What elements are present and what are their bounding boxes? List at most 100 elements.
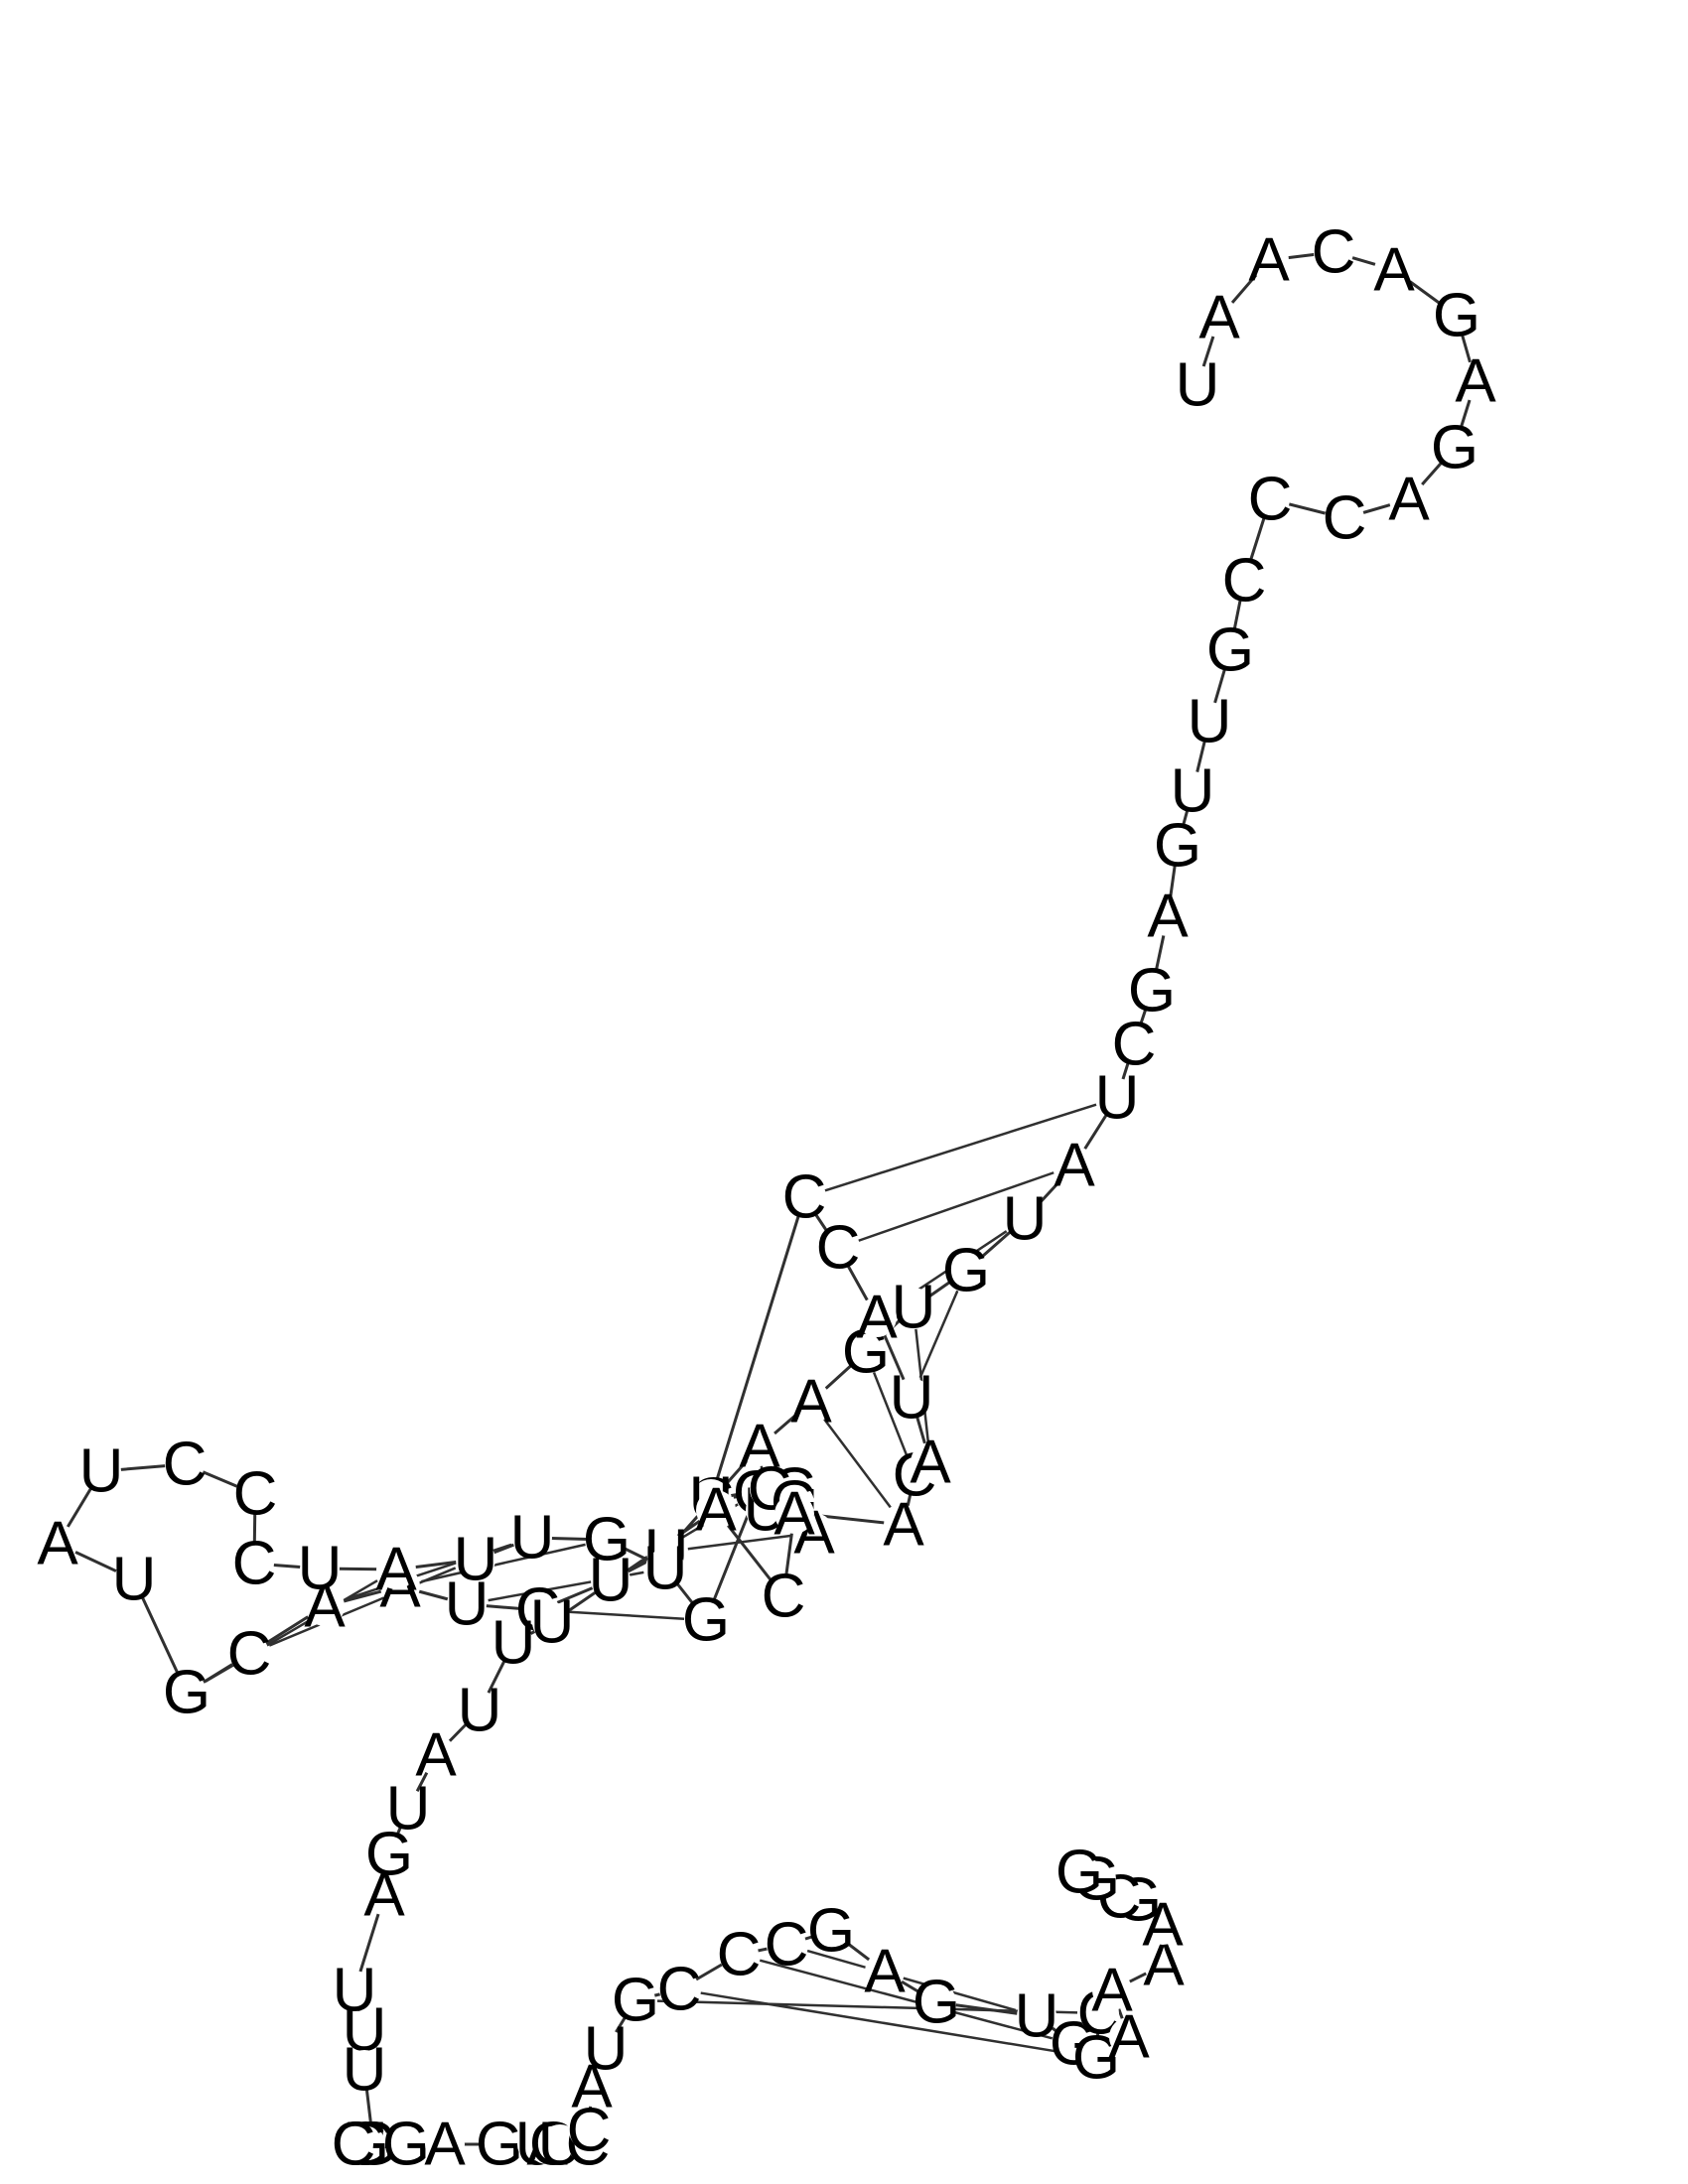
base-pair-bond — [824, 1103, 1097, 1192]
nucleotide-10: C — [1323, 484, 1367, 553]
nucleotide-19: C — [1112, 1011, 1157, 1079]
nucleotide-backdrop — [1389, 479, 1429, 519]
nucleotide-54: A — [883, 1491, 924, 1560]
nucleotide-98: G — [807, 1897, 855, 1966]
nucleotide-94: G — [612, 1967, 659, 2035]
nucleotide-backdrop — [1374, 250, 1414, 290]
nucleotide-backdrop — [456, 1540, 495, 1579]
nucleotide-20: U — [1095, 1064, 1140, 1133]
nucleotide-backdrop — [480, 2124, 519, 2164]
nucleotide-backdrop — [587, 1520, 627, 1560]
nucleotide-35: C — [227, 1620, 272, 1689]
nucleotide-14: U — [1188, 688, 1232, 756]
nucleotide-105: A — [1108, 2003, 1150, 2072]
base-pair-bond — [872, 1372, 909, 1455]
nucleotide-backdrop — [1158, 826, 1197, 866]
nucleotide-backdrop — [1178, 365, 1217, 405]
nucleotide-backdrop — [114, 1560, 154, 1599]
nucleotide-106: A — [1091, 1957, 1133, 2025]
nucleotide-backdrop — [1132, 971, 1172, 1011]
backbone-line — [56, 250, 1477, 2146]
nucleotide-69: U — [458, 1677, 502, 1745]
nucleotide-backdrop — [645, 1549, 685, 1588]
nucleotide-backdrop — [1109, 2017, 1149, 2057]
nucleotide-27: A — [739, 1413, 780, 1481]
nucleotide-7: A — [1455, 347, 1496, 416]
nucleotide-12: C — [1222, 547, 1267, 615]
nucleotide-backdrop — [334, 2124, 373, 2164]
nucleotide-backdrop — [345, 2050, 384, 2090]
nucleotide-backdrop — [774, 1494, 814, 1534]
nucleotide-backdrop — [586, 2029, 626, 2069]
nucleotide-backdrop — [460, 1691, 499, 1730]
nucleotide-60: C — [782, 1163, 827, 1232]
nucleotide-22: U — [1003, 1185, 1048, 1254]
nucleotide-backdrop — [1144, 1945, 1184, 1984]
nucleotide-backdrop — [425, 2124, 465, 2164]
nucleotide-48: U — [643, 1535, 688, 1603]
nucleotide-71: U — [386, 1775, 431, 1843]
nucleotide-backdrop — [916, 1982, 956, 2022]
nucleotide-73: A — [363, 1861, 405, 1930]
nucleotide-backdrop — [1005, 1199, 1045, 1239]
nucleotide-backdrop — [235, 1474, 275, 1514]
nucleotide-59: C — [816, 1214, 861, 1283]
nucleotide-backdrop — [1456, 361, 1495, 401]
base-pair-bond — [268, 1567, 457, 1647]
nucleotide-76: U — [343, 2036, 387, 2105]
nucleotide-backdrop — [719, 1935, 759, 1975]
nucleotide-2: A — [1198, 284, 1240, 352]
nucleotide-backdrop — [767, 1925, 806, 1965]
nucleotide-91: C — [567, 2097, 612, 2165]
nucleotide-45: U — [454, 1526, 498, 1594]
nucleotide-backdrop — [572, 2067, 612, 2107]
nucleotide-84: A — [424, 2111, 466, 2179]
nucleotide-backdrop — [740, 1427, 779, 1466]
nucleotide-backdrop — [686, 1600, 726, 1640]
nucleotide-4: C — [1312, 218, 1356, 287]
nucleotide-backdrop — [616, 1980, 655, 2020]
nucleotide-backdrop — [447, 1584, 487, 1624]
nucleotide-backdrop — [532, 1602, 572, 1642]
nucleotide-backdrop — [865, 1952, 905, 1991]
nucleotide-backdrop — [1017, 1996, 1056, 2036]
nucleotide-backdrop — [696, 1490, 736, 1530]
nucleotide-17: A — [1147, 883, 1189, 951]
nucleotide-82: C — [332, 2111, 376, 2179]
nucleotide-8: G — [1431, 414, 1478, 482]
nucleotide-1: U — [1176, 351, 1220, 420]
nucleotide-40: C — [163, 1431, 208, 1499]
nucleotide-backdrop — [857, 1297, 897, 1337]
nucleotide-42: C — [232, 1530, 277, 1598]
nucleotide-backdrop — [81, 1451, 121, 1491]
nucleotide-backdrop — [1210, 630, 1250, 670]
nucleotide-backdrop — [1437, 296, 1477, 336]
base-pair-bond — [823, 1418, 892, 1509]
nucleotide-backdrop — [165, 1444, 205, 1484]
nucleotide-backdrop — [167, 1673, 207, 1712]
base-pair-bond — [858, 1171, 1055, 1242]
nucleotide-65: C — [762, 1563, 806, 1631]
nucleotide-46: U — [510, 1504, 555, 1572]
nucleotide-backdrop — [1114, 1024, 1154, 1064]
nucleotide-49: G — [682, 1586, 730, 1655]
nucleotide-backdrop — [38, 1524, 77, 1564]
nucleotide-100: G — [913, 1969, 960, 2037]
nucleotide-38: A — [37, 1510, 78, 1578]
nucleotide-backdrop — [1173, 771, 1212, 811]
nucleotide-64: A — [774, 1480, 815, 1549]
nucleotide-16: G — [1154, 812, 1201, 881]
base-pair-bond — [759, 1959, 1054, 2040]
nucleotide-backdrop — [1076, 2038, 1116, 2078]
nucleotide-backdrop — [1435, 428, 1475, 468]
nucleotide-backdrop — [884, 1505, 923, 1545]
nucleotide-24: U — [892, 1274, 936, 1342]
nucleotide-backdrop — [894, 1288, 933, 1327]
nucleotide-21: A — [1054, 1132, 1095, 1200]
nucleotide-67: U — [530, 1588, 575, 1657]
nucleotide-26: A — [790, 1368, 832, 1436]
nucleotide-backdrop — [369, 1835, 409, 1874]
nucleotide-backdrop — [1143, 1905, 1183, 1945]
base-pair-bond — [700, 1991, 1075, 2056]
nucleotide-39: U — [79, 1437, 124, 1506]
